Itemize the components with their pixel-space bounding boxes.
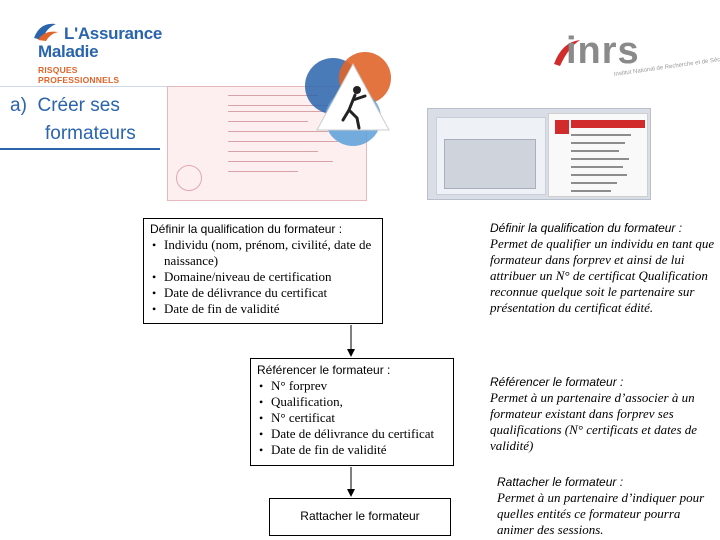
inrs-wordmark: inrs (566, 30, 640, 72)
attach-trainer-box: Rattacher le formateur (269, 498, 451, 536)
reference-trainer-title: Référencer le formateur : (257, 363, 391, 377)
list-item: Date de fin de validité (257, 442, 447, 458)
certificate-details-panel (548, 113, 648, 197)
heading-divider-top (0, 86, 170, 87)
list-item: Date de délivrance du certificat (150, 285, 376, 301)
section-title-line-2: formateurs (45, 123, 136, 144)
logo-line-2: Maladie (38, 42, 99, 61)
list-item: Date de fin de validité (150, 301, 376, 317)
section-title-line-1: Créer ses (37, 95, 120, 116)
description-text: Permet à un partenaire d’associer à un f… (490, 390, 698, 453)
list-item: Qualification, (257, 394, 447, 410)
attach-trainer-description: Rattacher le formateur : Permet à un par… (497, 474, 719, 538)
forprev-certificate-image (427, 108, 651, 200)
reference-trainer-box: Référencer le formateur : N° forprev Qua… (250, 358, 454, 466)
list-item: N° forprev (257, 378, 447, 394)
list-item: N° certificat (257, 410, 447, 426)
inrs-logo: inrs Institut National de Recherche et d… (548, 28, 720, 88)
certificate-stamp-icon (176, 165, 202, 191)
define-qualification-box: Définir la qualification du formateur : … (143, 218, 383, 324)
pedagogical-certificate-image (167, 86, 367, 201)
certificate-photo-placeholder (444, 139, 536, 189)
inrs-badge-icon (555, 120, 569, 134)
assurance-maladie-mark-icon (34, 23, 58, 41)
description-title: Définir la qualification du formateur : (490, 221, 683, 235)
list-item: Date de délivrance du certificat (257, 426, 447, 442)
inrs-swoosh-icon (554, 40, 580, 66)
define-qualification-description: Définir la qualification du formateur : … (490, 220, 716, 316)
define-qualification-title: Définir la qualification du formateur : (150, 222, 343, 236)
list-item: Domaine/niveau de certification (150, 269, 376, 285)
logo-subtitle: RISQUES PROFESSIONNELS (38, 65, 120, 85)
define-qualification-list: Individu (nom, prénom, civilité, date de… (150, 237, 376, 317)
description-title: Rattacher le formateur : (497, 475, 624, 489)
prevention-symbol-image (305, 52, 391, 146)
description-text: Permet de qualifier un individu en tant … (490, 236, 715, 315)
certificate-header-bar (571, 120, 645, 128)
reference-trainer-list: N° forprev Qualification, N° certificat … (257, 378, 447, 458)
section-heading: a) Créer ses formateurs (10, 92, 136, 148)
attach-trainer-title: Rattacher le formateur (300, 509, 420, 523)
section-marker: a) (10, 95, 27, 116)
description-text: Permet à un partenaire d’indiquer pour q… (497, 490, 705, 537)
logo-line-1: L'Assurance (64, 24, 163, 43)
description-title: Référencer le formateur : (490, 375, 624, 389)
list-item: Individu (nom, prénom, civilité, date de… (150, 237, 376, 269)
heading-underline (0, 148, 160, 150)
assurance-maladie-logo: L'Assurance Maladie RISQUES PROFESSIONNE… (28, 18, 162, 85)
reference-trainer-description: Référencer le formateur : Permet à un pa… (490, 374, 716, 454)
